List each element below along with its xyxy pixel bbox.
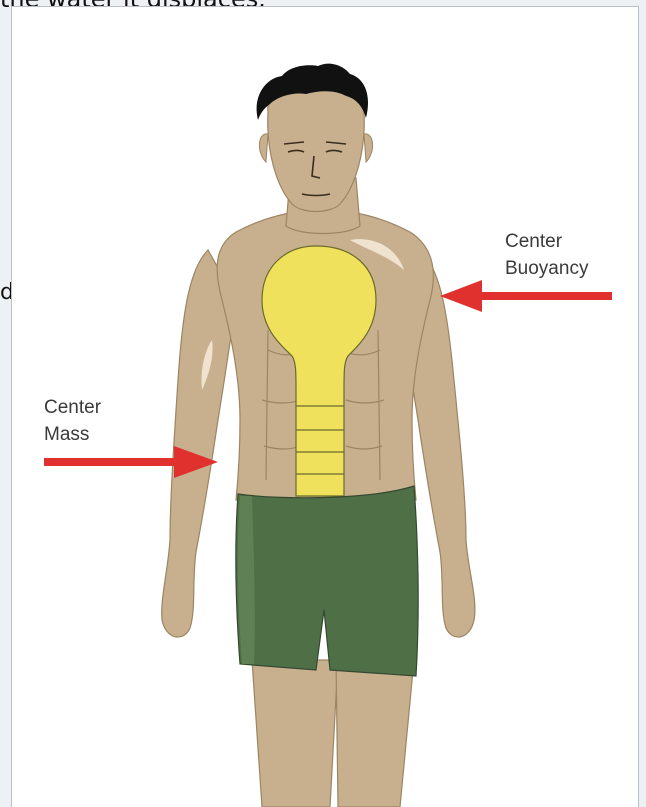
- center-mass-label-line1: Center: [44, 394, 101, 421]
- center-buoyancy-arrow: [440, 280, 612, 312]
- left-ear: [259, 134, 268, 162]
- center-mass-label: Center Mass: [44, 394, 101, 448]
- center-mass-label-line2: Mass: [44, 421, 101, 448]
- legs: [252, 660, 414, 807]
- right-ear: [364, 134, 373, 162]
- center-buoyancy-label-line2: Buoyancy: [505, 255, 588, 282]
- shorts-highlight: [238, 496, 255, 664]
- center-buoyancy-label-line1: Center: [505, 228, 588, 255]
- center-buoyancy-label: Center Buoyancy: [505, 228, 588, 282]
- shorts: [236, 486, 418, 676]
